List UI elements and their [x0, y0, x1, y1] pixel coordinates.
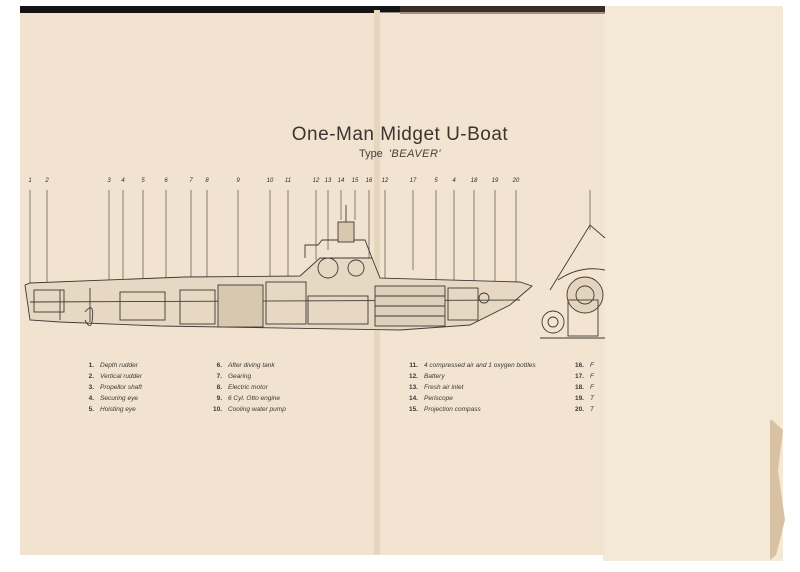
- legend-item-number: 17.: [574, 373, 584, 380]
- legend-item: 7. Gearing: [208, 371, 286, 382]
- legend-item-number: 16.: [574, 362, 584, 369]
- legend-item-label: Securing eye: [100, 395, 138, 402]
- callout-number: 20: [512, 178, 520, 184]
- legend-item-number: 4.: [88, 395, 94, 402]
- legend-column-3: 11. 4 compressed air and 1 oxygen bottles…: [404, 360, 536, 415]
- callout-number: 4: [121, 178, 125, 184]
- callout-number: 14: [337, 178, 345, 184]
- callout-number: 15: [351, 178, 359, 184]
- legend-item-label: F: [590, 384, 594, 391]
- legend-item-label: Vertical rudder: [100, 373, 143, 380]
- legend-item: 6. After diving tank: [208, 360, 286, 371]
- legend-item-number: 2.: [88, 373, 94, 380]
- legend-item: 15. Projection compass: [404, 404, 536, 415]
- legend-item: 10. Cooling water pump: [208, 404, 286, 415]
- legend-item: 18. F: [570, 382, 600, 393]
- legend-item: 8. Electric motor: [208, 382, 286, 393]
- callout-number: 13: [324, 178, 332, 184]
- legend-item-number: 18.: [574, 384, 584, 391]
- legend-item: 19. T: [570, 393, 600, 404]
- diagram-title: One-Man Midget U-Boat: [291, 124, 509, 145]
- legend-item-label: Propellor shaft: [100, 384, 142, 391]
- legend-item: 9. 6 Cyl. Otto engine: [208, 393, 286, 404]
- legend-item: 1. Depth rudder: [80, 360, 142, 371]
- legend-item-number: 20.: [574, 406, 584, 413]
- callout-number: 19: [491, 178, 499, 184]
- legend-item-label: Periscope: [424, 395, 453, 402]
- callout-number: 5: [434, 178, 438, 184]
- callout-number: 12: [312, 178, 320, 184]
- leader-lines: [29, 190, 591, 300]
- legend-item-label: Projection compass: [424, 406, 481, 413]
- legend-item-label: 6 Cyl. Otto engine: [228, 395, 281, 402]
- legend-item: 16. F: [570, 360, 600, 371]
- legend-item-label: F: [590, 373, 594, 380]
- legend-item: 5. Hoisting eye: [80, 404, 142, 415]
- torn-edge: [770, 420, 785, 560]
- legend-item-label: Battery: [424, 373, 445, 380]
- page-top-edge: [20, 6, 400, 13]
- legend-item-number: 3.: [88, 384, 94, 391]
- legend-item-label: F: [590, 362, 594, 369]
- legend-item-number: 14.: [408, 395, 418, 402]
- subtitle-prefix: Type: [358, 148, 383, 160]
- callout-number: 5: [141, 178, 145, 184]
- page-top-edge-right: [400, 6, 605, 14]
- legend-item: 20. T: [570, 404, 600, 415]
- callout-number: 4: [452, 178, 456, 184]
- diagram-subtitle: Type 'BEAVER': [330, 148, 470, 160]
- legend-item: 3. Propellor shaft: [80, 382, 142, 393]
- legend-item: 13. Fresh air inlet: [404, 382, 536, 393]
- legend-item: 17. F: [570, 371, 600, 382]
- subtitle-type: 'BEAVER': [388, 148, 442, 160]
- callout-number: 12: [381, 178, 389, 184]
- legend-item-number: 7.: [216, 373, 222, 380]
- callout-number: 1: [28, 178, 32, 184]
- legend-item-number: 19.: [574, 395, 584, 402]
- legend-item-number: 13.: [408, 384, 418, 391]
- legend-item-number: 9.: [216, 395, 222, 402]
- legend-item-label: Electric motor: [228, 384, 268, 391]
- callout-number: 16: [365, 178, 373, 184]
- callout-number: 11: [284, 178, 292, 184]
- legend-item-label: 4 compressed air and 1 oxygen bottles: [424, 362, 536, 369]
- legend-item-number: 1.: [88, 362, 94, 369]
- legend-item-number: 5.: [88, 406, 94, 413]
- callout-number: 8: [205, 178, 209, 184]
- cross-section-view: [540, 224, 606, 339]
- callout-number: 18: [470, 178, 478, 184]
- callout-number: 2: [45, 178, 49, 184]
- callout-number: 10: [266, 178, 274, 184]
- legend-column-1: 1. Depth rudder 2. Vertical rudder 3. Propell…: [80, 360, 142, 415]
- legend-column-2: 6. After diving tank 7. Gearing 8. Electric m…: [208, 360, 286, 415]
- legend-item-number: 10.: [212, 406, 222, 413]
- legend-item: 12. Battery: [404, 371, 536, 382]
- legend-item-label: Depth rudder: [100, 362, 138, 369]
- callout-number: 17: [409, 178, 417, 184]
- callout-number: 3: [107, 178, 111, 184]
- legend-item: 2. Vertical rudder: [80, 371, 142, 382]
- legend-item-label: Cooling water pump: [228, 406, 286, 413]
- legend-item-label: Gearing: [228, 373, 252, 380]
- legend-item-label: T: [590, 395, 594, 402]
- legend-item-number: 12.: [408, 373, 418, 380]
- legend-item-number: 6.: [216, 362, 222, 369]
- legend-item-number: 8.: [216, 384, 222, 391]
- legend-item-number: 15.: [408, 406, 418, 413]
- paper-sheet-right: [603, 6, 783, 561]
- callout-number: 6: [164, 178, 168, 184]
- hull-side-view: [24, 205, 533, 331]
- legend-item-label: Hoisting eye: [100, 406, 136, 413]
- callout-number: 9: [236, 178, 240, 184]
- legend-column-4: 16. F 17. F 18. F 19. T 20. T: [570, 360, 600, 415]
- legend-item-number: 11.: [409, 362, 418, 369]
- legend-item: 4. Securing eye: [80, 393, 142, 404]
- legend-item-label: T: [590, 406, 594, 413]
- callout-number: 7: [189, 178, 193, 184]
- legend-item-label: Fresh air inlet: [424, 384, 464, 391]
- legend-item: 11. 4 compressed air and 1 oxygen bottles: [404, 360, 536, 371]
- legend-item: 14. Periscope: [404, 393, 536, 404]
- legend-item-label: After diving tank: [228, 362, 275, 369]
